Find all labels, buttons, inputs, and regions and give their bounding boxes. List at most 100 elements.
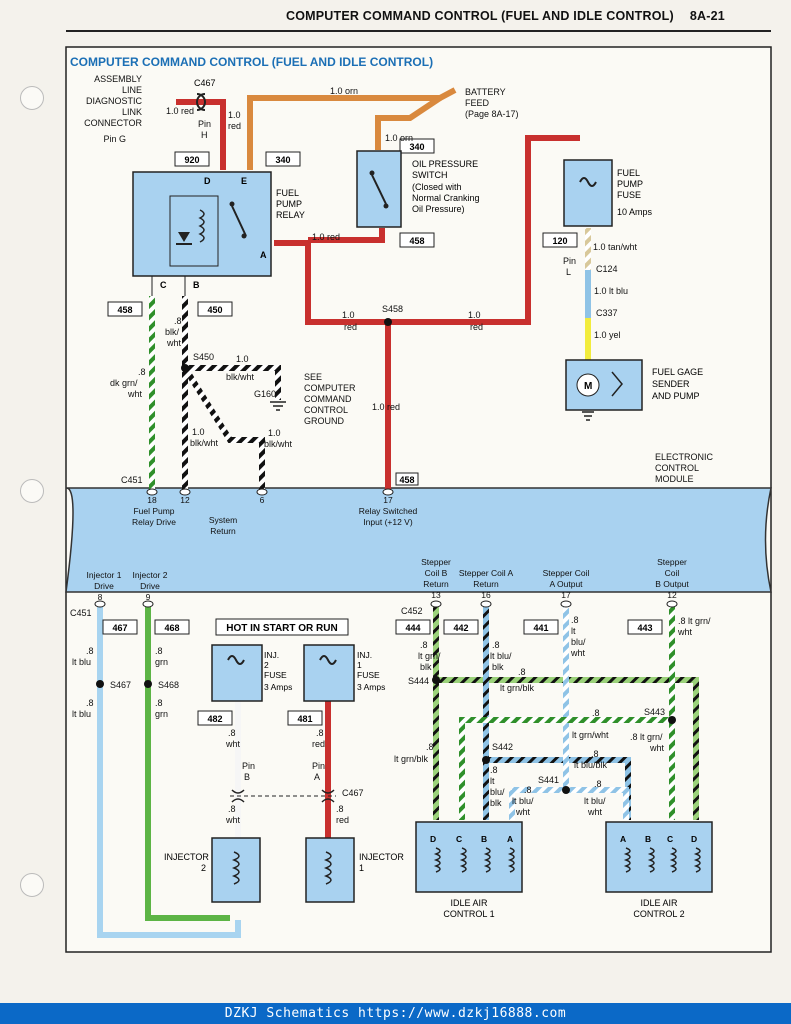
c467-top-label: C467 — [194, 78, 216, 88]
aldl-label: DIAGNOSTIC — [86, 96, 143, 106]
iac2-label: IDLE AIR — [640, 898, 678, 908]
pin-l-label: L — [566, 267, 571, 277]
wire-label: grn — [155, 657, 168, 667]
wire-label: blk/wht — [264, 439, 293, 449]
iac1-label: CONTROL 1 — [443, 909, 494, 919]
see-ground-label: GROUND — [304, 416, 344, 426]
ecm-pin-label: Fuel Pump — [133, 506, 174, 516]
wire-label: 1.0 — [268, 428, 281, 438]
wire-label: red — [470, 322, 483, 332]
ground-icon — [270, 401, 286, 411]
motor-icon: M — [584, 381, 592, 392]
oil-switch-label: OIL PRESSURE — [412, 159, 478, 169]
wire-label: .8 — [490, 765, 498, 775]
wire-label: .8 — [518, 667, 526, 677]
ecm-pin: 16 — [481, 590, 491, 600]
splice-s441 — [562, 786, 570, 794]
battery-feed-label: BATTERY — [465, 87, 506, 97]
relay-label: PUMP — [276, 199, 302, 209]
wire-label: .8 — [138, 367, 146, 377]
wire-label: 1.0 red — [372, 402, 400, 412]
wire-label: lt — [490, 776, 495, 786]
splice-s458 — [384, 318, 392, 326]
wire-label: wht — [127, 389, 143, 399]
ecm-pin: 9 — [146, 592, 151, 602]
pin-a-label: Pin — [312, 761, 325, 771]
page-header: COMPUTER COMMAND CONTROL (FUEL AND IDLE … — [286, 9, 725, 23]
wire-label: .8 — [174, 316, 182, 326]
conn-920: 920 — [184, 155, 199, 165]
ecm-label: ELECTRONIC — [655, 452, 714, 462]
iac2-pin-d: D — [691, 834, 697, 844]
wire-label: 1.0 red — [312, 232, 340, 242]
oil-switch-label: (Closed with — [412, 182, 462, 192]
injector-coil-icon — [323, 851, 332, 885]
iac1-label: IDLE AIR — [450, 898, 488, 908]
ecm-pin-label: Stepper Coil A — [459, 568, 514, 578]
stepper-coil-icons — [433, 847, 701, 873]
splice-s444 — [432, 676, 440, 684]
connector-label: C451 — [70, 608, 92, 618]
ecm-pin-label: A Output — [549, 579, 583, 589]
conn-450: 450 — [207, 305, 222, 315]
injector-2 — [211, 837, 261, 903]
iac1-pin-b: B — [481, 834, 487, 844]
oil-switch-label: Normal Cranking — [412, 193, 480, 203]
ecm-pin-label: Input (+12 V) — [363, 517, 413, 527]
wire-label: lt blu/ — [490, 651, 512, 661]
wire-label: .8 — [592, 708, 600, 718]
inj2-fuse-label: 2 — [264, 660, 269, 670]
wire-label: .8 — [336, 804, 344, 814]
wire-label: wht — [677, 627, 693, 637]
ground-label: G160 — [254, 389, 276, 399]
wire-label: wht — [570, 648, 586, 658]
see-ground-label: CONTROL — [304, 405, 348, 415]
see-ground-label: COMMAND — [304, 394, 352, 404]
relay-label: RELAY — [276, 210, 305, 220]
relay-pin-a: A — [260, 250, 267, 260]
splice-label: S467 — [110, 680, 131, 690]
wire-label: lt blu/ — [512, 796, 534, 806]
wire-label: blu/ — [571, 637, 586, 647]
conn-468: 468 — [164, 623, 179, 633]
relay-switch-icon — [231, 205, 247, 237]
header-title: COMPUTER COMMAND CONTROL (FUEL AND IDLE … — [286, 9, 674, 23]
motor-icon — [576, 373, 600, 397]
ecm-pin-label: Coil — [665, 568, 680, 578]
splice-label: S443 — [644, 707, 665, 717]
wire-red-oilswitch-out — [308, 228, 385, 243]
injector2-label: 2 — [201, 863, 206, 873]
wire-red-relay-out — [274, 240, 388, 325]
wire-ltblu-wht-h — [512, 787, 629, 820]
iac1-pin-d: D — [430, 834, 436, 844]
connector-label: C337 — [596, 308, 618, 318]
resistor-icon — [611, 371, 623, 397]
see-ground-label: SEE — [304, 372, 322, 382]
splice-label: S441 — [538, 775, 559, 785]
wire-blk-wht-ecm6 — [182, 366, 265, 490]
inj1-fuse-label: 1 — [357, 660, 362, 670]
inj1-fuse — [303, 644, 355, 702]
wire-label: 1.0 — [192, 427, 205, 437]
wire-ltgrn-blk-iac2 — [436, 677, 699, 820]
wire-label: red — [336, 815, 349, 825]
conn-444: 444 — [405, 623, 420, 633]
wire-label: wht — [587, 807, 603, 817]
wire-label: 1.0 — [228, 110, 241, 120]
wire-label: red — [344, 322, 357, 332]
footer-watermark: DZKJ Schematics https://www.dzkj16888.co… — [0, 1003, 791, 1024]
relay-pin-c: C — [160, 280, 167, 290]
wire-label: red — [312, 739, 325, 749]
c467-connector — [231, 789, 335, 803]
wiring-diagram: COMPUTER COMMAND CONTROL (FUEL AND IDLE … — [65, 46, 772, 953]
iac2-pin-b: B — [645, 834, 651, 844]
wire-label: lt grn/ — [418, 651, 441, 661]
ecm-pin: 13 — [431, 590, 441, 600]
wire-label: 1.0 — [468, 310, 481, 320]
wire-label: blk — [420, 662, 432, 672]
hot-label: HOT IN START OR RUN — [226, 623, 337, 634]
fuse-icon — [227, 655, 245, 665]
inj2-fuse-label: FUSE — [264, 670, 287, 680]
aldl-label: ASSEMBLY — [94, 74, 142, 84]
fuse-label: FUEL — [617, 168, 640, 178]
